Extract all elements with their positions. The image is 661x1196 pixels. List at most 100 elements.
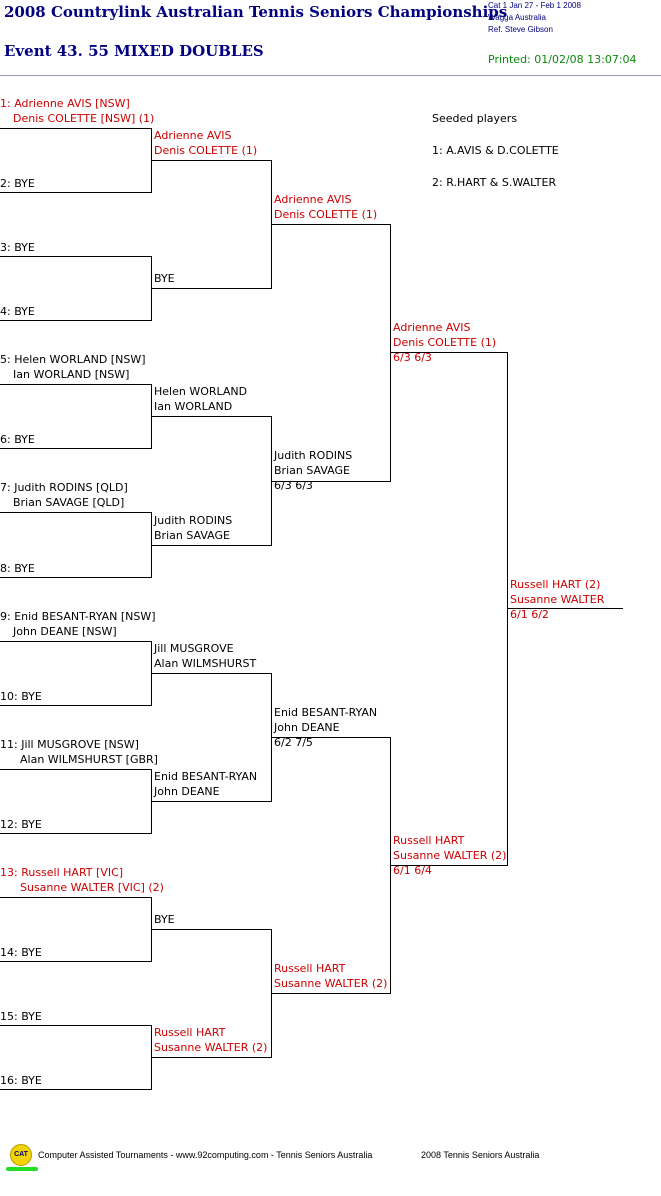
sf-line — [390, 352, 508, 353]
category-dates: Cat 1 Jan 27 - Feb 1 2008 — [488, 1, 581, 10]
qf-2-player-a: Judith RODINS — [274, 449, 353, 462]
qf-line — [271, 224, 391, 225]
champion-player-a: Russell HART (2) — [510, 578, 601, 591]
qf-3-player-b: John DEANE — [274, 721, 340, 734]
r1-line — [0, 641, 152, 642]
seed-2: 2: R.HART & S.WALTER — [432, 176, 557, 189]
r2-match-4-player-a: Judith RODINS — [154, 514, 233, 527]
r2-match-3-player-a: Helen WORLAND — [154, 385, 248, 398]
r1-line — [0, 128, 152, 129]
entry-7-player-a: 7: Judith RODINS [QLD] — [0, 481, 128, 494]
qf-line — [271, 993, 391, 994]
r2-match-2: BYE — [154, 272, 175, 285]
entry-1-player-b: Denis COLETTE [NSW] (1) — [13, 112, 155, 125]
r1-line — [0, 448, 152, 449]
r2-line — [151, 673, 272, 674]
entry-11-player-b: Alan WILMSHURST [GBR] — [20, 753, 158, 766]
r2-match-8-player-a: Russell HART — [154, 1026, 226, 1039]
qf-4-player-a: Russell HART — [274, 962, 346, 975]
r1-line — [0, 320, 152, 321]
cat-logo-icon: CAT — [10, 1144, 32, 1166]
r1-line — [0, 705, 152, 706]
qf-3-score: 6/2 7/5 — [274, 736, 313, 749]
r2-line — [151, 416, 272, 417]
entry-4: 4: BYE — [0, 305, 35, 318]
sf-2-score: 6/1 6/4 — [393, 864, 432, 877]
champion-player-b: Susanne WALTER — [510, 593, 605, 606]
qf-2-score: 6/3 6/3 — [274, 479, 313, 492]
r2-line — [151, 1057, 272, 1058]
r1-line — [0, 897, 152, 898]
logo-underline — [6, 1167, 38, 1171]
entry-6: 6: BYE — [0, 433, 35, 446]
r2-line — [151, 545, 272, 546]
qf-2-player-b: Brian SAVAGE — [274, 464, 350, 477]
sf-2-player-a: Russell HART — [393, 834, 465, 847]
entry-2: 2: BYE — [0, 177, 35, 190]
entry-9-player-b: John DEANE [NSW] — [13, 625, 117, 638]
r1-line — [0, 384, 152, 385]
entry-7-player-b: Brian SAVAGE [QLD] — [13, 496, 125, 509]
r2-match-5-player-a: Jill MUSGROVE — [154, 642, 234, 655]
sf-1-score: 6/3 6/3 — [393, 351, 432, 364]
qf-line — [271, 737, 391, 738]
printed-timestamp: Printed: 01/02/08 13:07:04 — [488, 53, 637, 66]
r2-line — [151, 160, 272, 161]
footer-copyright: 2008 Tennis Seniors Australia — [421, 1150, 540, 1160]
sf-1-player-a: Adrienne AVIS — [393, 321, 471, 334]
final-line — [507, 608, 623, 609]
entry-12: 12: BYE — [0, 818, 42, 831]
qf-1-player-b: Denis COLETTE (1) — [274, 208, 378, 221]
r2-line — [151, 801, 272, 802]
r1-line — [0, 1089, 152, 1090]
venue: Wagga Australia — [488, 13, 546, 22]
sf-line — [390, 865, 508, 866]
seed-1: 1: A.AVIS & D.COLETTE — [432, 144, 559, 157]
r2-match-1-player-b: Denis COLETTE (1) — [154, 144, 258, 157]
r1-line — [0, 512, 152, 513]
entry-13-player-b: Susanne WALTER [VIC] (2) — [20, 881, 164, 894]
sf-1-player-b: Denis COLETTE (1) — [393, 336, 497, 349]
r1-line — [0, 192, 152, 193]
header-divider — [0, 75, 661, 76]
seeded-heading: Seeded players — [432, 112, 518, 125]
r1-line — [0, 256, 152, 257]
entry-9-player-a: 9: Enid BESANT-RYAN [NSW] — [0, 610, 156, 623]
r2-match-3-player-b: Ian WORLAND — [154, 400, 233, 413]
r1-line — [0, 961, 152, 962]
sf-connector — [507, 352, 508, 866]
sf-2-player-b: Susanne WALTER (2) — [393, 849, 507, 862]
r2-match-7: BYE — [154, 913, 175, 926]
final-score: 6/1 6/2 — [510, 608, 549, 621]
referee: Ref. Steve Gibson — [488, 25, 553, 34]
r2-match-1-player-a: Adrienne AVIS — [154, 129, 232, 142]
qf-4-player-b: Susanne WALTER (2) — [274, 977, 388, 990]
r2-match-6-player-b: John DEANE — [154, 785, 220, 798]
entry-15: 15: BYE — [0, 1010, 42, 1023]
entry-8: 8: BYE — [0, 562, 35, 575]
r1-line — [0, 833, 152, 834]
entry-1-player-a: 1: Adrienne AVIS [NSW] — [0, 97, 130, 110]
entry-5-player-b: Ian WORLAND [NSW] — [13, 368, 130, 381]
qf-connector — [390, 224, 391, 482]
entry-3: 3: BYE — [0, 241, 35, 254]
tournament-title: 2008 Countrylink Australian Tennis Senio… — [4, 3, 508, 21]
r1-line — [0, 769, 152, 770]
footer-credits: Computer Assisted Tournaments - www.92co… — [38, 1150, 373, 1160]
r2-match-8-player-b: Susanne WALTER (2) — [154, 1041, 268, 1054]
r2-line — [151, 288, 272, 289]
qf-line — [271, 481, 391, 482]
entry-13-player-a: 13: Russell HART [VIC] — [0, 866, 124, 879]
r1-line — [0, 1025, 152, 1026]
r2-match-6-player-a: Enid BESANT-RYAN — [154, 770, 258, 783]
qf-3-player-a: Enid BESANT-RYAN — [274, 706, 378, 719]
entry-14: 14: BYE — [0, 946, 42, 959]
entry-10: 10: BYE — [0, 690, 42, 703]
r2-match-5-player-b: Alan WILMSHURST — [154, 657, 257, 670]
event-title: Event 43. 55 MIXED DOUBLES — [4, 42, 264, 60]
r2-match-4-player-b: Brian SAVAGE — [154, 529, 230, 542]
r2-line — [151, 929, 272, 930]
entry-16: 16: BYE — [0, 1074, 42, 1087]
r1-line — [0, 577, 152, 578]
entry-5-player-a: 5: Helen WORLAND [NSW] — [0, 353, 146, 366]
